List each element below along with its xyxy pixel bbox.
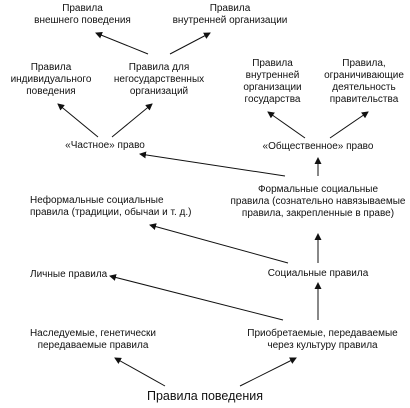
arrow-public-to-gov-limits (329, 111, 369, 139)
arrow-social-to-informal (149, 223, 289, 264)
arrow-public-to-state-internal (267, 111, 306, 139)
arrow-acquired-to-personal (109, 274, 284, 321)
node-inherited-rules: Наследуемые, генетически передаваемые пр… (29, 328, 157, 351)
node-gov-limits: Правила, ограничивающие деятельность пра… (324, 58, 404, 105)
node-social-rules: Социальные правила (267, 268, 369, 279)
arrow-root-to-acquired (239, 357, 297, 387)
node-state-internal-org: Правила внутренней организации государст… (243, 58, 302, 105)
node-public-law: «Общественное» право (262, 141, 374, 152)
arrow-formal-to-private-law (139, 151, 286, 177)
arrow-root-to-inherited (114, 357, 166, 387)
node-behavior-rules-root: Правила поведения (146, 389, 264, 403)
arrow-ngo-to-external (95, 32, 149, 55)
node-ngo-rules: Правила для негосударственных организаци… (113, 62, 205, 97)
node-acquired-rules: Приобретаемые, передаваемые через культу… (247, 328, 398, 351)
node-formal-social-rules: Формальные социальные правила (сознатель… (230, 184, 406, 219)
arrow-ngo-to-internal-org (169, 32, 211, 55)
node-internal-organization: Правила внутренней организации (172, 3, 288, 26)
node-individual-behavior: Правила индивидуального поведения (10, 62, 92, 97)
node-external-behavior: Правила внешнего поведения (34, 3, 131, 26)
node-personal-rules: Личные правила (30, 269, 108, 280)
node-private-law: «Частное» право (65, 140, 145, 151)
arrow-private-to-ngo (111, 103, 153, 138)
arrow-private-to-individual (57, 103, 99, 138)
node-informal-social-rules: Неформальные социальные правила (традици… (30, 195, 192, 218)
